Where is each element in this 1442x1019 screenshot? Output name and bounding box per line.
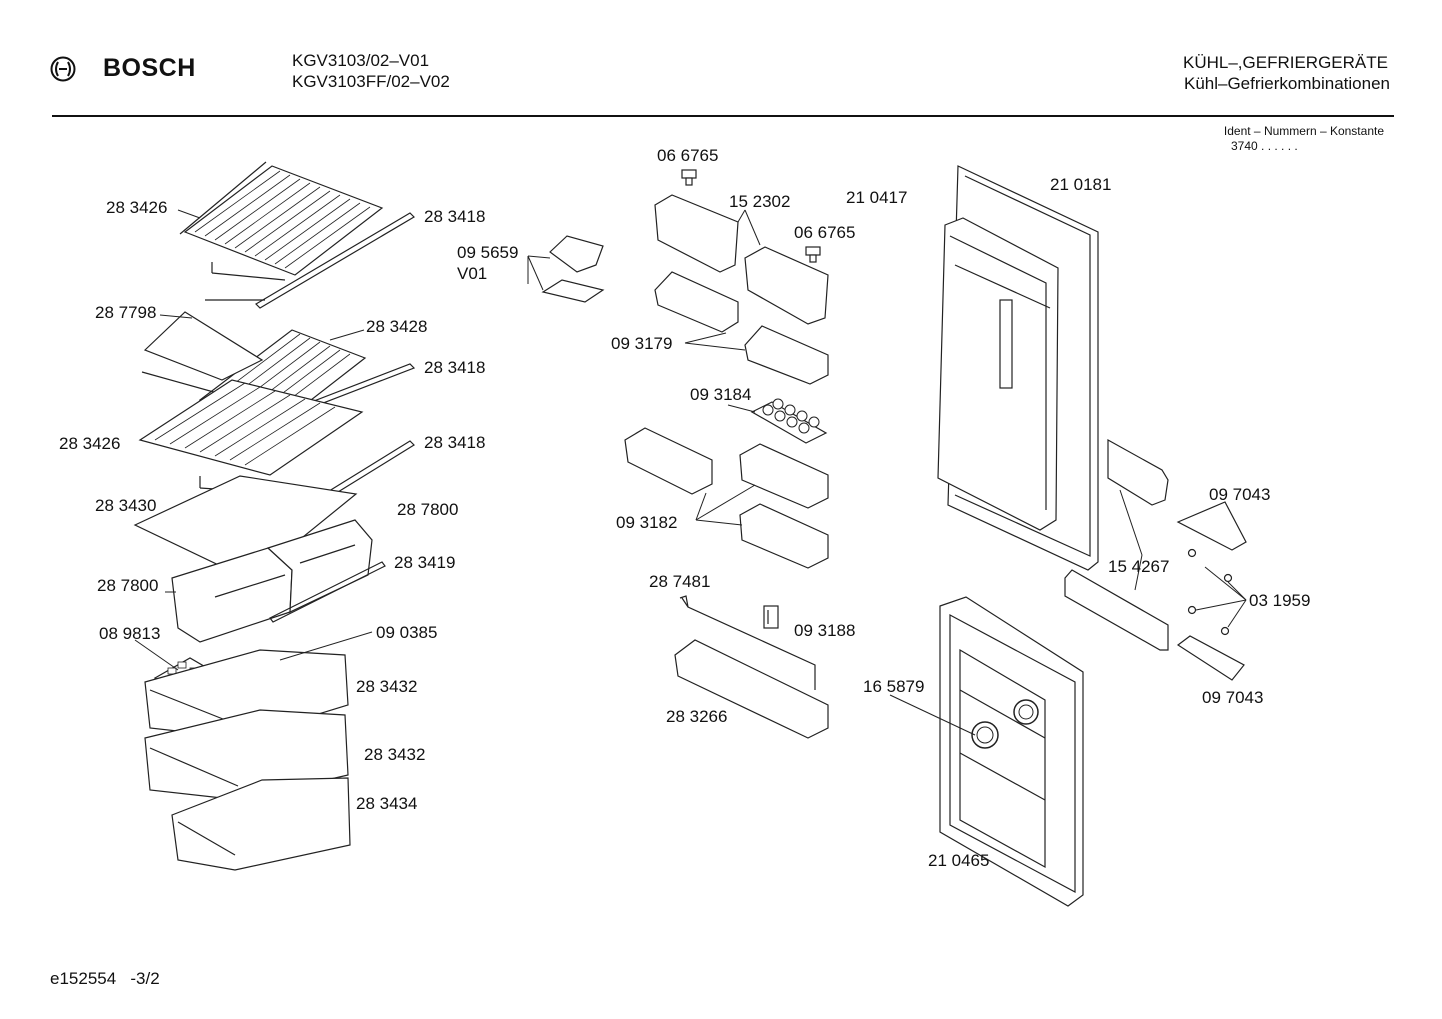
part-label: 09 7043 bbox=[1202, 688, 1264, 707]
part-label: 28 3430 bbox=[95, 496, 157, 515]
part-label: 06 6765 bbox=[657, 146, 719, 165]
brand-name: BOSCH bbox=[103, 54, 196, 82]
part-label: 08 9813 bbox=[99, 624, 161, 643]
door-bin-093179-a bbox=[654, 271, 739, 333]
bracket-287481 bbox=[679, 595, 816, 690]
model-number-1: KGV3103/02–V01 bbox=[292, 51, 430, 70]
part-label: 28 3426 bbox=[106, 198, 168, 217]
shelf-insert-287798 bbox=[143, 311, 264, 381]
part-label: 28 7800 bbox=[397, 500, 459, 519]
part-label: V01 bbox=[457, 264, 488, 283]
part-label: 28 3426 bbox=[59, 434, 121, 453]
part-label: 09 3182 bbox=[616, 513, 678, 532]
crisper-drawer bbox=[171, 519, 373, 643]
part-label: 16 5879 bbox=[863, 677, 925, 696]
screws-031959 bbox=[1187, 548, 1233, 636]
bin-cover-152302-left bbox=[654, 194, 739, 273]
shelf-rail-1 bbox=[255, 212, 415, 309]
bin-cover-152302-right bbox=[744, 246, 829, 325]
shelf-rail-4 bbox=[269, 561, 386, 623]
part-label: 28 3418 bbox=[424, 433, 486, 452]
header-rule bbox=[52, 115, 1394, 117]
glass-shelf-top bbox=[179, 161, 384, 281]
part-label: 21 0417 bbox=[846, 188, 908, 207]
part-label: 28 3434 bbox=[356, 794, 418, 813]
door-bin-093179-b bbox=[744, 325, 829, 385]
hinge-cover-097043-bottom bbox=[1176, 635, 1245, 681]
part-label: 09 0385 bbox=[376, 623, 438, 642]
door-bin-093182-b bbox=[739, 443, 829, 509]
freezer-drawer-2 bbox=[144, 709, 349, 801]
freezer-drawer-3 bbox=[171, 777, 351, 871]
part-label: 09 3179 bbox=[611, 334, 673, 353]
part-label: 28 3432 bbox=[356, 677, 418, 696]
part-label: 09 5659 bbox=[457, 243, 519, 262]
door-bin-093182-a bbox=[624, 427, 713, 495]
part-label: 28 7800 bbox=[97, 576, 159, 595]
screw-066765-right bbox=[805, 246, 821, 263]
door-tray-283266 bbox=[674, 639, 829, 739]
part-label: 15 4267 bbox=[1108, 557, 1170, 576]
category-subtitle: Kühl–Gefrierkombinationen bbox=[1183, 74, 1390, 93]
part-label: 09 3188 bbox=[794, 621, 856, 640]
screw-066765-left bbox=[681, 169, 697, 186]
part-label: 09 7043 bbox=[1209, 485, 1271, 504]
bosch-logo-icon bbox=[50, 56, 76, 82]
egg-tray-093184 bbox=[750, 398, 828, 444]
category-title: KÜHL–,GEFRIERGERÄTE bbox=[1183, 53, 1388, 72]
clip-093188 bbox=[763, 605, 779, 629]
door-bin-093182-c bbox=[739, 503, 829, 569]
part-label: 28 3419 bbox=[394, 553, 456, 572]
part-label: 28 3418 bbox=[424, 207, 486, 226]
part-label: 21 0465 bbox=[928, 851, 990, 870]
part-label: 28 7798 bbox=[95, 303, 157, 322]
glass-shelf-lower bbox=[138, 379, 364, 494]
hinge-cover-097043-top bbox=[1176, 501, 1247, 551]
glass-plate-283430 bbox=[133, 475, 358, 581]
part-label: 03 1959 bbox=[1249, 591, 1311, 610]
door-handle-154267 bbox=[1064, 438, 1169, 651]
document-id: e152554 -3/2 bbox=[50, 969, 160, 988]
part-label: 09 3184 bbox=[690, 385, 752, 404]
fridge-door-210181 bbox=[937, 165, 1099, 571]
part-label: 06 6765 bbox=[794, 223, 856, 242]
part-label: 28 3418 bbox=[424, 358, 486, 377]
small-box-095659 bbox=[541, 235, 605, 303]
part-label: 28 3432 bbox=[364, 745, 426, 764]
ident-title: Ident – Nummern – Konstante bbox=[1223, 124, 1384, 138]
part-label: 28 3428 bbox=[366, 317, 428, 336]
freezer-door-210465 bbox=[939, 596, 1084, 907]
part-label: 15 2302 bbox=[729, 192, 791, 211]
ident-value: 3740 . . . . . . bbox=[1231, 139, 1298, 153]
part-label: 28 7481 bbox=[649, 572, 711, 591]
part-label: 28 3266 bbox=[666, 707, 728, 726]
part-label: 21 0181 bbox=[1050, 175, 1112, 194]
model-number-2: KGV3103FF/02–V02 bbox=[292, 72, 450, 91]
